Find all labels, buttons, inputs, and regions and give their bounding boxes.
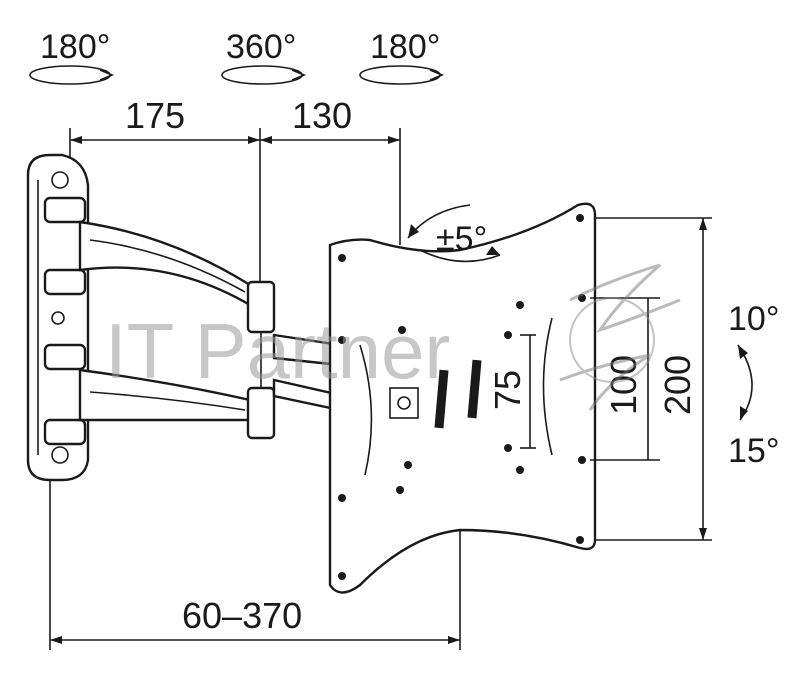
rotation-left-arrow-icon [29,65,111,85]
dimension-130-label: 130 [292,95,352,136]
swivel-indicator: ±5° [407,204,501,263]
wall-screw-top-icon [51,171,69,189]
dimension-175-label: 175 [125,95,185,136]
rotation-left-label: 180° [40,28,110,66]
rotation-right-label: 180° [370,28,440,66]
top-dimensions: 175 130 [69,95,401,285]
wall-plate [26,153,90,482]
watermark: IT Partner [105,263,681,411]
articulating-arms [78,220,342,440]
rotation-middle: 360° [221,28,307,85]
rotation-left: 180° [29,28,115,85]
dimension-75-label: 75 [487,370,528,410]
rotation-left-arrowhead-icon [99,69,115,81]
pivot-lower [246,386,276,440]
watermark-logo-icon [559,263,681,411]
tilt-indicator: 10° 15° [728,300,779,470]
extension-dimension: 60–370 [49,480,461,650]
tilt-down-label: 15° [728,432,779,470]
rotation-right-arrowhead-icon [429,69,445,81]
rotation-right: 180° [359,28,445,85]
watermark-text: IT Partner [105,307,450,395]
dimension-200-label: 200 [657,355,698,415]
vesa-dimensions: 75 100 200 [487,217,712,541]
wall-screw-bottom-icon [51,446,69,464]
rotation-middle-label: 360° [226,28,296,66]
rotation-middle-arrow-icon [221,65,303,85]
rotation-right-arrow-icon [359,65,441,85]
swivel-label: ±5° [436,220,487,258]
center-bolt-icon [397,396,411,410]
tilt-up-label: 10° [728,300,779,338]
dimension-extension-label: 60–370 [182,595,302,636]
wall-screw-middle-icon [51,311,65,325]
rotation-middle-arrowhead-icon [291,69,307,81]
